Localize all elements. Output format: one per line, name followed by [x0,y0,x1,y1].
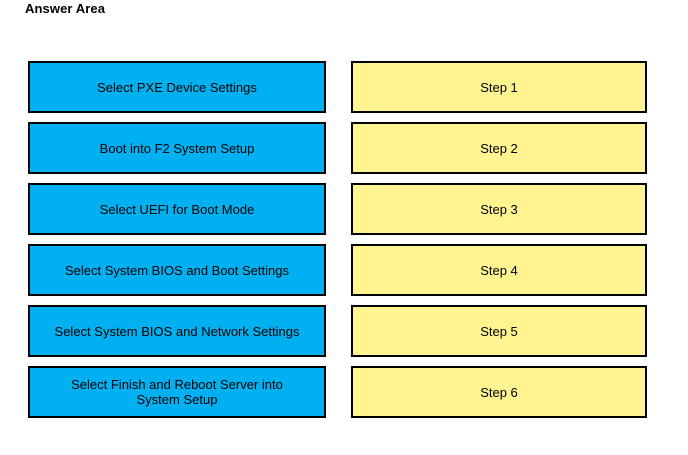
page-title: Answer Area [25,1,106,16]
draggable-option-6[interactable]: Select Finish and Reboot Server into Sys… [28,366,326,418]
source-options-column: Select PXE Device Settings Boot into F2 … [28,61,326,418]
drop-target-step-5[interactable]: Step 5 [351,305,647,357]
option-label: Select Finish and Reboot Server into Sys… [71,377,283,407]
option-label: Select System BIOS and Boot Settings [64,262,289,278]
draggable-option-4[interactable]: Select System BIOS and Boot Settings [28,244,326,296]
option-label: Boot into F2 System Setup [99,140,255,156]
drop-target-step-2[interactable]: Step 2 [351,122,647,174]
step-targets-column: Step 1 Step 2 Step 3 Step 4 Step 5 Step … [351,61,647,418]
drop-target-step-3[interactable]: Step 3 [351,183,647,235]
step-label: Step 2 [480,140,518,156]
draggable-option-5[interactable]: Select System BIOS and Network Settings [28,305,326,357]
step-label: Step 4 [480,262,518,278]
draggable-option-2[interactable]: Boot into F2 System Setup [28,122,326,174]
drop-target-step-1[interactable]: Step 1 [351,61,647,113]
option-label: Select UEFI for Boot Mode [99,201,255,217]
draggable-option-3[interactable]: Select UEFI for Boot Mode [28,183,326,235]
draggable-option-1[interactable]: Select PXE Device Settings [28,61,326,113]
step-label: Step 3 [480,201,518,217]
option-label: Select PXE Device Settings [97,79,257,95]
step-label: Step 1 [480,79,518,95]
step-label: Step 6 [480,384,518,400]
option-label: Select System BIOS and Network Settings [54,323,300,339]
drop-target-step-4[interactable]: Step 4 [351,244,647,296]
step-label: Step 5 [480,323,518,339]
drop-target-step-6[interactable]: Step 6 [351,366,647,418]
